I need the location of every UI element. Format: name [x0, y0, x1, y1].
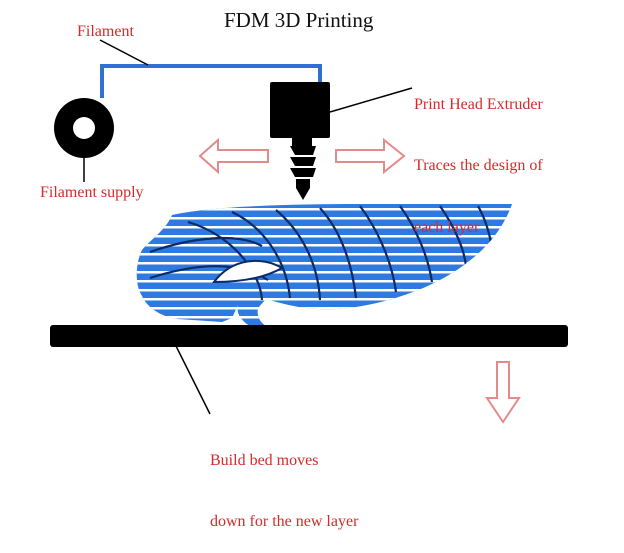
fdm-diagram [50, 39, 568, 424]
layer-stripe [136, 289, 512, 292]
filament-supply-label: Filament supply [40, 184, 144, 201]
extruder-left-arrow-icon [198, 137, 269, 175]
build-bed-label-line2: down for the new layer [210, 513, 359, 531]
layer-stripe [136, 271, 512, 274]
filament-spool-icon [54, 98, 114, 158]
print-head-label-line2: Traces the design of [414, 157, 543, 175]
layer-stripe [136, 316, 512, 319]
bed-down-arrow-icon [485, 361, 521, 424]
layer-stripe [136, 280, 512, 283]
print-head-leader [329, 87, 413, 113]
build-bed [50, 325, 568, 347]
layer-stripe [136, 307, 512, 310]
layer-stripe [136, 208, 512, 211]
layer-stripe [136, 235, 512, 238]
build-bed-label: Build bed moves down for the new layer [210, 410, 358, 553]
page-title: FDM 3D Printing [224, 8, 374, 32]
filament-leader [99, 39, 149, 66]
print-head-label-line3: each layer [414, 218, 480, 236]
layer-stripe [136, 253, 512, 256]
layer-stripe [136, 298, 512, 301]
layer-stripe [136, 217, 512, 220]
layer-stripe [136, 226, 512, 229]
extruder-head-icon [270, 82, 330, 200]
layer-stripe [136, 262, 512, 265]
filament-line [100, 64, 322, 98]
layer-lines [136, 208, 512, 328]
layer-stripe [136, 244, 512, 247]
build-bed-leader [174, 343, 211, 415]
print-head-label: Print Head Extruder Traces the design of… [414, 54, 543, 259]
filament-label: Filament [77, 23, 134, 40]
print-head-label-line1: Print Head Extruder [414, 95, 543, 113]
extruder-right-arrow-icon [335, 137, 406, 175]
build-bed-label-line1: Build bed moves [210, 451, 319, 469]
